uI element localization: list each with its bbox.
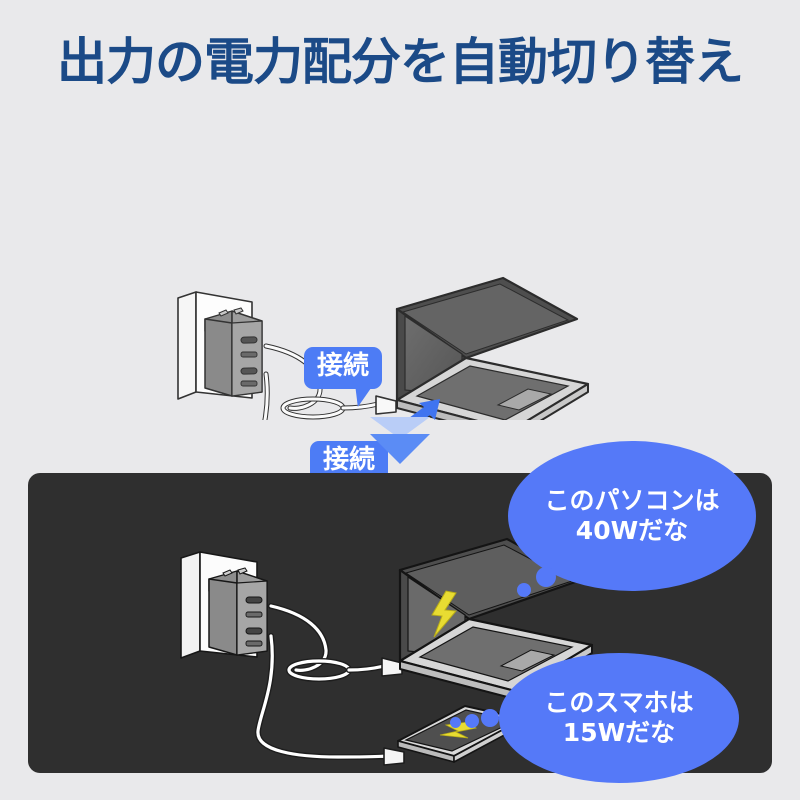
down-chevron <box>370 417 430 464</box>
thought-bubble-phone-line2: 15Wだな <box>562 718 676 747</box>
connect-label-tablet-text: 接続 <box>323 445 376 475</box>
lightning-bolt-icon-laptop <box>431 590 458 638</box>
gan-charger <box>204 307 263 397</box>
thought-bubble-laptop-line2: 40Wだな <box>575 516 689 545</box>
thought-dot-laptop-1 <box>536 567 556 587</box>
connect-label-laptop-text: 接続 <box>317 351 370 381</box>
thought-dot-phone-2 <box>465 714 479 728</box>
usb-c-connector-phone <box>383 747 405 766</box>
thought-bubble-laptop: このパソコンは 40Wだな <box>508 441 756 591</box>
chevron-bottom-icon <box>370 434 430 464</box>
chevron-top-icon <box>370 417 430 439</box>
before-state-illustration <box>177 276 590 420</box>
before-state-panel: 接続 接続 <box>0 120 800 501</box>
laptop <box>395 276 590 420</box>
usb-cable-laptop <box>263 343 397 420</box>
thought-bubble-phone-line1: このスマホは <box>544 687 694 717</box>
thought-dot-phone-1 <box>481 709 499 727</box>
thought-bubble-phone: このスマホは 15Wだな <box>499 653 739 783</box>
plug-in-arrow-laptop <box>406 399 440 420</box>
thought-dot-phone-3 <box>450 717 461 728</box>
gan-charger <box>208 567 268 656</box>
usb-c-connector-laptop <box>381 657 403 677</box>
usb-cable-phone <box>255 633 405 766</box>
thought-dot-laptop-2 <box>517 583 531 597</box>
usb-cable-laptop <box>268 603 403 682</box>
thought-bubble-laptop-line1: このパソコンは <box>544 485 720 515</box>
page-title: 出力の電力配分を自動切り替え <box>57 33 744 91</box>
usb-c-connector-laptop <box>375 395 397 415</box>
connect-label-laptop: 接続 <box>304 347 383 407</box>
